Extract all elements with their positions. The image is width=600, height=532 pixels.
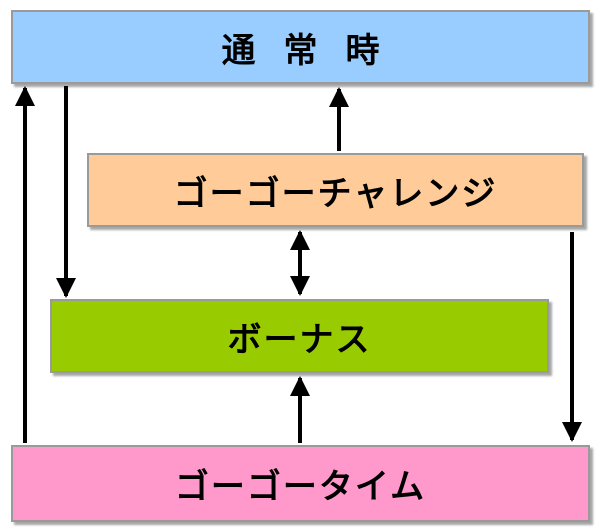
node-normal: 通常時 bbox=[11, 10, 590, 84]
node-normal-label: 通常時 bbox=[221, 30, 408, 71]
node-gogo-time: ゴーゴータイム bbox=[11, 445, 590, 522]
node-gogo-challenge: ゴーゴーチャレンジ bbox=[87, 153, 584, 227]
node-bonus: ボーナス bbox=[50, 299, 549, 373]
node-bonus-label: ボーナス bbox=[227, 319, 372, 360]
node-gogo-time-label: ゴーゴータイム bbox=[174, 467, 427, 507]
node-gogo-challenge-label: ゴーゴーチャレンジ bbox=[173, 173, 498, 214]
